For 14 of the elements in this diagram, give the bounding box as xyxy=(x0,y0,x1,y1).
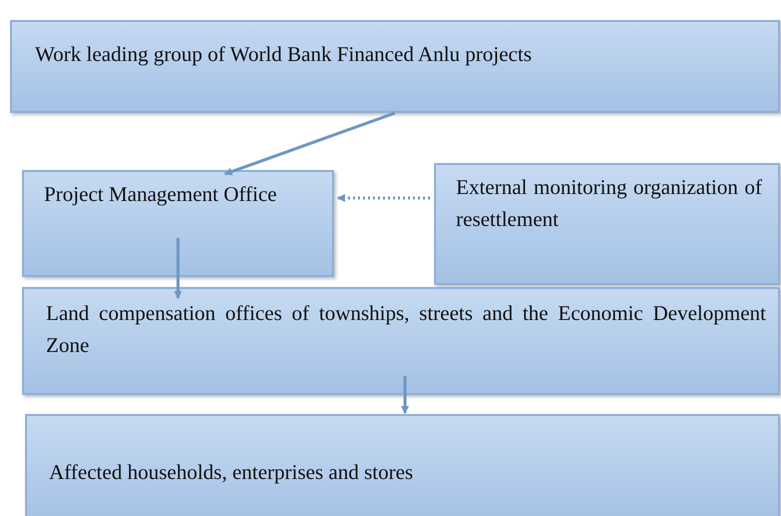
box-label: Affected households, enterprises and stores xyxy=(49,459,414,486)
box-label: External monitoring organization of resettlement xyxy=(456,174,762,233)
arrow xyxy=(337,194,430,202)
box-label: Land compensation offices of townships, streets and the Economic Development Zone xyxy=(46,300,766,359)
process-box xyxy=(22,287,780,395)
arrow xyxy=(401,376,409,414)
process-box xyxy=(22,170,334,277)
arrow xyxy=(224,112,396,176)
process-box xyxy=(10,20,780,113)
box-label: Project Management Office xyxy=(44,181,278,208)
process-box xyxy=(434,163,780,285)
arrow xyxy=(174,238,182,299)
process-box xyxy=(25,414,780,516)
box-label: Work leading group of World Bank Financed Anlu projects xyxy=(35,41,533,68)
